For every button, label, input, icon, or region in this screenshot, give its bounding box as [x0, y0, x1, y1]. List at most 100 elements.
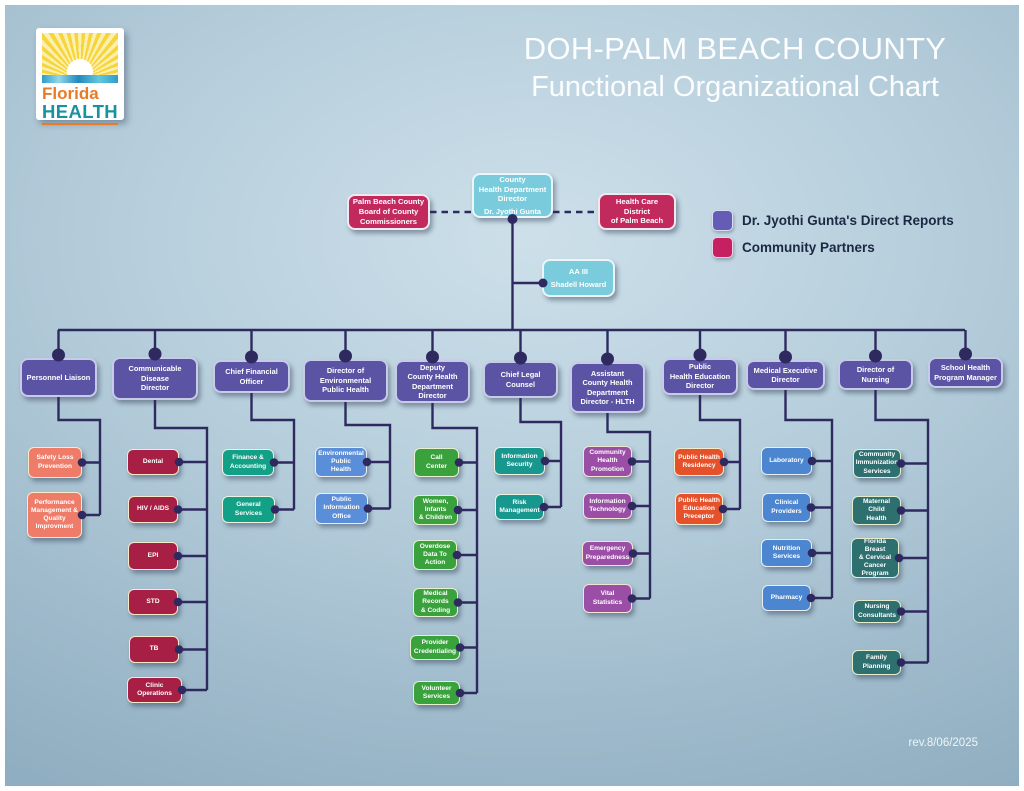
org-node-label: Family Planning: [862, 654, 891, 670]
legend-swatch-icon: [712, 210, 733, 231]
org-node-deputy-county-health-department-director: Deputy County Health Department Director: [395, 360, 470, 403]
org-node-volunteer-services: Volunteer Services: [413, 681, 460, 705]
org-node-call-center: Call Center: [414, 448, 459, 477]
org-node-label: Nutrition Services: [772, 544, 801, 560]
org-node-clinic-operations: Clinic Operations: [127, 677, 182, 703]
org-node-label: Information Technology: [589, 497, 626, 513]
org-node-clinical-providers: Clinical Providers: [762, 493, 811, 522]
org-node-label: Deputy County Health Department Director: [407, 362, 458, 400]
org-node-chief-legal-counsel: Chief Legal Counsel: [483, 361, 558, 398]
org-node-information-security: Information Security: [494, 447, 545, 475]
org-node-personnel-liaison: Personnel Liaison: [20, 358, 97, 397]
org-node-label: Volunteer Services: [421, 684, 452, 700]
org-node-performance-management-quality-improvment: Performance Management & Quality Improvm…: [27, 492, 82, 538]
org-node-label: Personnel Liaison: [26, 372, 91, 382]
org-node-community-immunization-services: Community Immunization Services: [853, 449, 901, 478]
revision-date: rev.8/06/2025: [908, 737, 978, 749]
logo-word-florida: Florida: [42, 84, 99, 103]
org-node-environmental-public-health: Environmental Public Health: [315, 447, 367, 477]
legend-swatch-icon: [712, 237, 733, 258]
florida-health-logo: Florida HEALTH: [36, 28, 124, 126]
org-node-florida-breast-cervical-cancer-program: Florida Breast & Cervical Cancer Program: [851, 538, 899, 578]
org-node-label: Community Immunization Services: [855, 451, 899, 475]
org-node-tb: TB: [129, 636, 179, 663]
org-node-dental: Dental: [127, 449, 179, 475]
org-node-label: Nursing Consultants: [857, 603, 897, 619]
org-node-label: General Services: [234, 501, 263, 517]
legend-item: Dr. Jyothi Gunta's Direct Reports: [712, 210, 954, 231]
org-node-public-information-office: Public Information Office: [315, 493, 368, 524]
org-node-label: Public Health Education Preceptor: [678, 496, 720, 521]
org-node-label: Public Health Residency: [678, 453, 720, 469]
org-node-assistant-county-health-department-director: Assistant County Health Department Direc…: [570, 362, 645, 413]
org-node-sublabel: Shadell Howard: [550, 279, 607, 289]
org-node-label: STD: [146, 597, 160, 605]
org-node-overdose-data-to-action: Overdose Data To Action: [413, 540, 457, 570]
org-node-label: EPI: [147, 551, 159, 559]
org-node-director-of-nursing: Director of Nursing: [838, 359, 913, 390]
org-node-label: AA III: [568, 267, 589, 277]
org-node-medical-executive-director: Medical Executive Director: [746, 360, 825, 390]
org-node-label: Women, Infants & Children: [418, 497, 453, 522]
org-node-maternal-child-health: Maternal Child Health: [852, 496, 901, 525]
org-node-nursing-consultants: Nursing Consultants: [853, 600, 901, 623]
org-node-label: Pharmacy: [770, 593, 803, 601]
org-node-epi: EPI: [128, 542, 178, 570]
org-node-school-health-program-manager: School Health Program Manager: [928, 357, 1003, 388]
org-node-label: Performance Management & Quality Improvm…: [31, 498, 78, 531]
page-title-line1: DOH-PALM BEACH COUNTY: [523, 31, 947, 66]
org-node-label: Emergency Preparedness: [585, 545, 630, 561]
org-node-public-health-residency: Public Health Residency: [674, 448, 724, 476]
org-node-family-planning: Family Planning: [852, 650, 901, 675]
org-node-label: Director of Environmental Public Health: [319, 366, 372, 395]
org-node-label: Public Health Education Director: [669, 362, 731, 391]
org-node-label: Vital Statistics: [592, 590, 623, 606]
org-node-label: Florida Breast & Cervical Cancer Program: [858, 538, 892, 578]
org-node-information-technology: Information Technology: [583, 493, 632, 519]
org-node-label: Communicable Disease Director: [128, 364, 182, 393]
legend-item: Community Partners: [712, 237, 954, 258]
org-node-pharmacy: Pharmacy: [762, 585, 811, 611]
org-node-label: Director of Nursing: [856, 365, 895, 384]
org-node-label: School Health Program Manager: [934, 363, 997, 382]
org-node-hiv-aids: HIV / AIDS: [128, 496, 178, 523]
org-node-label: Safety Loss Prevention: [36, 454, 74, 470]
org-node-finance-accounting: Finance & Accounting: [222, 449, 274, 476]
org-node-label: Overdose Data To Action: [419, 542, 451, 567]
org-node-label: Palm Beach County Board of County Commis…: [352, 197, 425, 226]
org-node-label: HIV / AIDS: [137, 505, 169, 513]
org-node-provider-credentialing: Provider Credentialing: [410, 635, 460, 660]
page-title-line2: Functional Organizational Chart: [531, 70, 939, 103]
org-node-label: Assistant County Health Department Direc…: [580, 368, 635, 406]
org-node-palm-beach-county-board: Palm Beach County Board of County Commis…: [347, 194, 430, 230]
legend-label: Community Partners: [742, 240, 875, 255]
org-node-safety-loss-prevention: Safety Loss Prevention: [28, 447, 82, 478]
org-node-risk-management: Risk Management: [495, 494, 544, 520]
legend-label: Dr. Jyothi Gunta's Direct Reports: [742, 213, 954, 228]
org-node-communicable-disease-director: Communicable Disease Director: [112, 357, 198, 400]
org-node-laboratory: Laboratory: [761, 447, 812, 475]
org-node-community-health-promotion: Community Health Promotion: [583, 446, 632, 477]
org-node-emergency-preparedness: Emergency Preparedness: [582, 541, 633, 566]
org-node-label: Chief Financial Officer: [225, 367, 278, 386]
org-node-label: Dental: [142, 457, 164, 465]
org-node-label: Public Information Office: [323, 496, 360, 520]
org-node-public-health-education-preceptor: Public Health Education Preceptor: [675, 493, 723, 525]
org-node-label: Health Care District of Palm Beach: [610, 196, 664, 226]
logo-word-health: HEALTH: [42, 102, 118, 126]
org-node-chief-financial-officer: Chief Financial Officer: [213, 360, 290, 393]
org-node-label: Environmental Public Health: [318, 449, 364, 474]
org-node-label: Maternal Child Health: [862, 498, 891, 522]
org-node-director-environmental-public-health: Director of Environmental Public Health: [303, 359, 388, 402]
org-node-sublabel: Dr. Jyothi Gunta: [483, 207, 542, 217]
org-node-label: Medical Records & Coding: [420, 590, 451, 614]
org-node-label: Finance & Accounting: [229, 454, 267, 470]
org-node-label: Laboratory: [769, 456, 804, 464]
org-node-label: Clinical Providers: [771, 499, 802, 515]
org-node-nutrition-services: Nutrition Services: [761, 539, 812, 567]
org-node-vital-statistics: Vital Statistics: [583, 584, 632, 613]
